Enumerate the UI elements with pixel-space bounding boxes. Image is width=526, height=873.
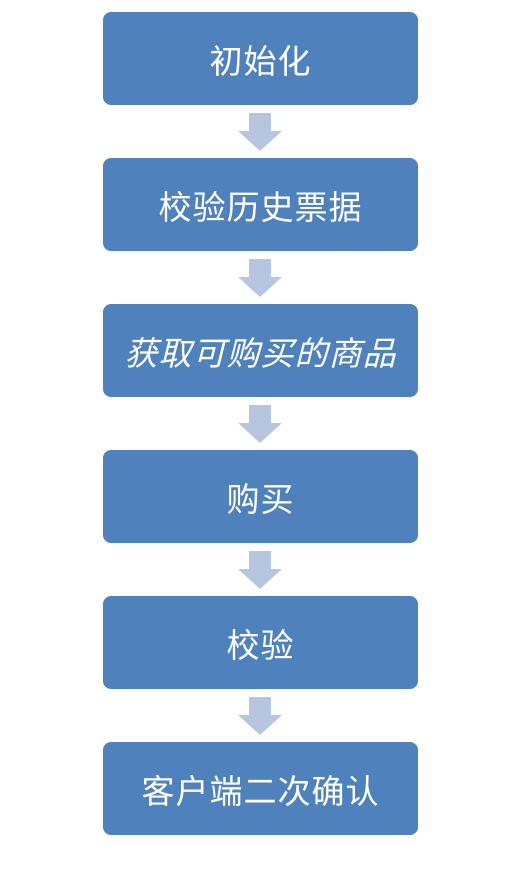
down-arrow-icon [238, 697, 282, 735]
step-box-verify: 校验 [103, 596, 418, 689]
step-box-purchase: 购买 [103, 450, 418, 543]
step-label: 初始化 [209, 41, 312, 81]
step-box-initialize: 初始化 [103, 12, 418, 105]
down-arrow-icon [238, 551, 282, 589]
step-label: 客户端二次确认 [141, 771, 380, 811]
step-label: 购买 [226, 479, 295, 519]
step-label: 校验历史票据 [158, 187, 363, 227]
step-box-verify-history-receipts: 校验历史票据 [103, 158, 418, 251]
down-arrow-icon [238, 113, 282, 151]
step-label: 获取可购买的商品 [124, 333, 397, 373]
step-label: 校验 [226, 625, 295, 665]
down-arrow-icon [238, 405, 282, 443]
step-box-client-second-confirmation: 客户端二次确认 [103, 742, 418, 835]
step-box-get-purchasable-products: 获取可购买的商品 [103, 304, 418, 397]
down-arrow-icon [238, 259, 282, 297]
